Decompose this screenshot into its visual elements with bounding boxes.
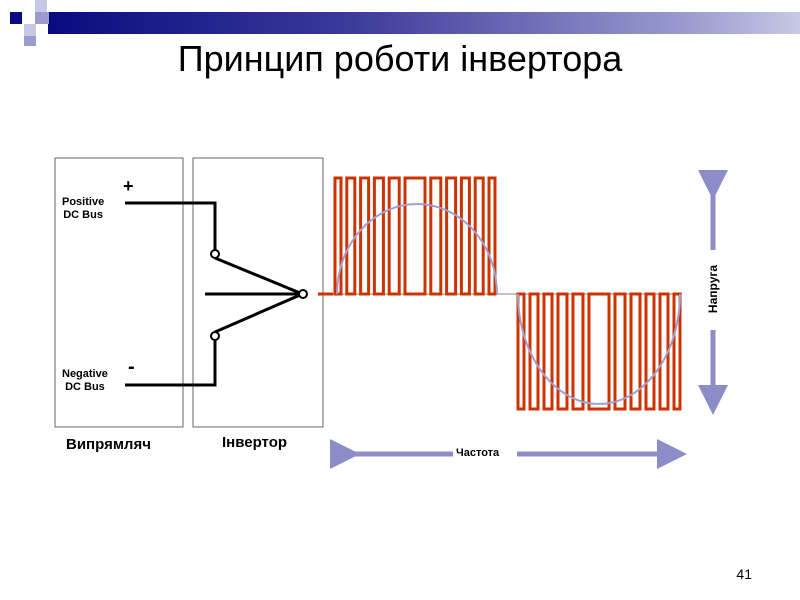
header-banner bbox=[48, 12, 800, 34]
frequency-label: Частота bbox=[456, 447, 500, 459]
pwm-pulse bbox=[542, 292, 554, 411]
pwm-waveform bbox=[333, 176, 682, 411]
sine-positive bbox=[336, 203, 498, 295]
plus-sign: + bbox=[123, 176, 134, 196]
deco-square bbox=[24, 24, 36, 36]
page-title: Принцип роботи інвертора bbox=[177, 38, 623, 79]
pwm-pulse bbox=[372, 176, 385, 296]
minus-sign: - bbox=[128, 356, 135, 378]
pwm-pulse bbox=[556, 292, 569, 411]
pwm-pulse bbox=[528, 292, 540, 411]
rectifier-label: Випрямляч bbox=[66, 436, 151, 453]
pwm-pulse bbox=[629, 292, 642, 411]
inverter-label: Інвертор bbox=[222, 434, 288, 451]
pwm-pulse bbox=[587, 292, 611, 411]
pwm-pulse bbox=[487, 176, 497, 296]
pwm-pulse bbox=[403, 176, 427, 296]
rectifier-box bbox=[54, 157, 184, 428]
deco-square bbox=[35, 0, 47, 12]
pwm-pulse bbox=[359, 176, 371, 296]
deco-square bbox=[35, 12, 49, 24]
voltage-label: Напруга bbox=[706, 264, 720, 314]
pwm-pulse bbox=[571, 292, 585, 411]
pwm-pulse bbox=[387, 176, 401, 296]
pwm-pulse bbox=[345, 176, 357, 296]
pwm-pulse bbox=[672, 292, 682, 411]
pwm-pulse bbox=[516, 292, 526, 411]
pwm-pulse bbox=[445, 176, 458, 296]
pwm-pulse bbox=[459, 176, 471, 296]
pwm-pulse bbox=[429, 176, 443, 296]
pwm-pulse bbox=[644, 292, 656, 411]
switch-wiring bbox=[125, 201, 308, 387]
pwm-pulse bbox=[658, 292, 670, 411]
sine-negative bbox=[517, 293, 681, 405]
deco-square bbox=[24, 36, 36, 46]
pwm-pulse bbox=[473, 176, 485, 296]
deco-square bbox=[10, 12, 22, 24]
page-number: 41 bbox=[736, 566, 752, 582]
pwm-pulse bbox=[613, 292, 627, 411]
